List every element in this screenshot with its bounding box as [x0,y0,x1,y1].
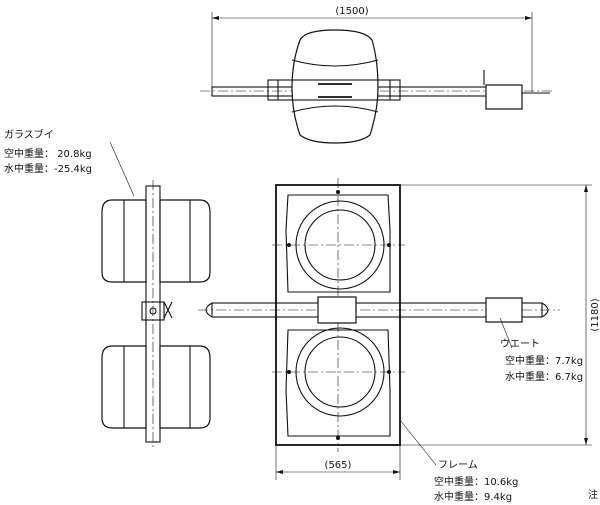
glass-buoy-water-weight: 水中重量：-25.4kg [4,164,93,175]
glass-buoy-label: ガラスブイ [4,130,54,141]
frame-label: フレーム [438,460,478,471]
front-view [198,178,592,480]
top-view [200,12,555,144]
weight-air-weight: 空中重量：7.7kg [505,356,584,367]
glass-buoy-air-weight: 空中重量： 20.8kg [4,149,92,160]
dim-frame-width: (565) [325,460,352,471]
weight-water-weight: 水中重量：6.7kg [505,372,584,383]
frame-air-weight: 空中重量：10.6kg [434,477,519,488]
frame-water-weight: 水中重量：9.4kg [434,492,513,503]
corner-note-mark: 注 [588,490,598,501]
side-view [101,141,211,448]
weight-label: ウエート [500,339,540,350]
dim-top-width: (1500) [335,6,368,17]
dim-height: (1180) [590,298,600,331]
